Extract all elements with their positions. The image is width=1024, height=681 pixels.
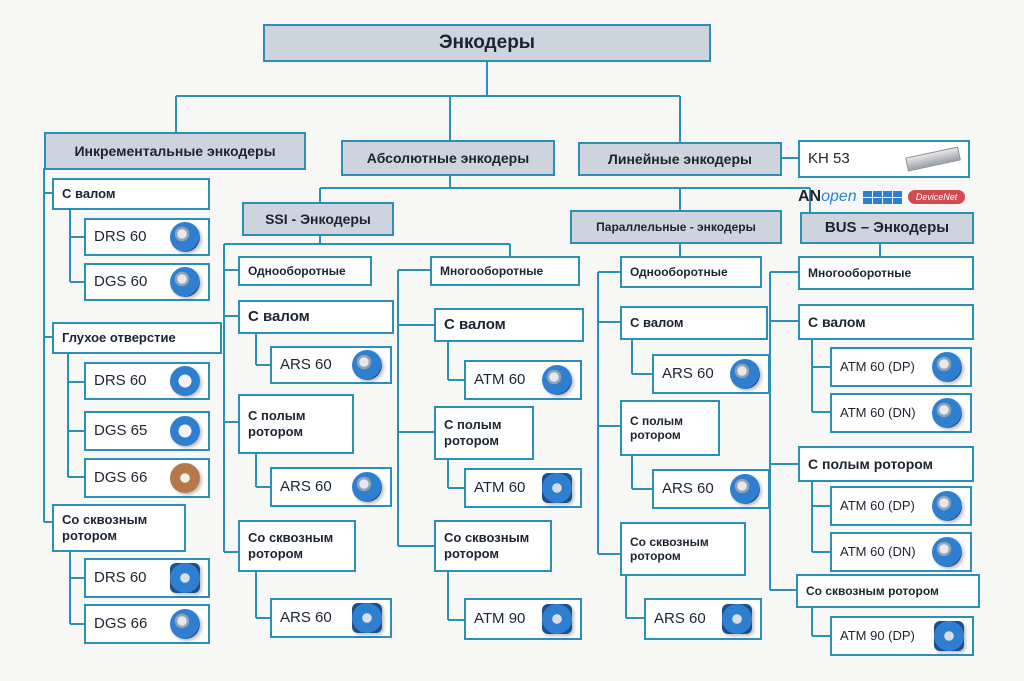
parallel-item: ARS 60 bbox=[652, 469, 770, 509]
incremental-blind-hole-node: Глухое отверстие bbox=[52, 322, 222, 354]
product-label: KH 53 bbox=[808, 150, 850, 167]
encoder-icon bbox=[932, 491, 962, 521]
ssi-single-item: ARS 60 bbox=[270, 346, 392, 384]
encoder-icon bbox=[542, 604, 572, 634]
bus-item: ATM 90 (DP) bbox=[830, 616, 974, 656]
ssi-single-through-node: Со сквозным ротором bbox=[238, 520, 356, 572]
encoder-icon bbox=[934, 621, 964, 651]
incremental-through-rotor-node: Со сквозным ротором bbox=[52, 504, 186, 552]
encoder-icon bbox=[170, 222, 200, 252]
ssi-multi-hollow-node: С полым ротором bbox=[434, 406, 534, 460]
encoder-icon bbox=[352, 350, 382, 380]
encoder-icon bbox=[730, 474, 760, 504]
encoder-icon bbox=[170, 463, 200, 493]
incremental-item: DRS 60 bbox=[84, 362, 210, 400]
bus-item: ATM 60 (DP) bbox=[830, 486, 972, 526]
ssi-encoders-node: SSI - Энкодеры bbox=[242, 202, 394, 236]
bus-encoders-node: BUS – Энкодеры bbox=[800, 212, 974, 244]
absolute-encoders-node: Абсолютные энкодеры bbox=[341, 140, 555, 176]
bus-hollow-node: С полым ротором bbox=[798, 446, 974, 482]
devicenet-logo: DeviceNet bbox=[907, 190, 966, 204]
incremental-encoders-node: Инкрементальные энкодеры bbox=[44, 132, 306, 170]
parallel-shaft-node: С валом bbox=[620, 306, 768, 340]
ssi-multi-shaft-node: С валом bbox=[434, 308, 584, 342]
parallel-hollow-node: С полым ротором bbox=[620, 400, 720, 456]
encoder-icon bbox=[170, 416, 200, 446]
encoder-icon bbox=[170, 267, 200, 297]
encoder-icon bbox=[352, 603, 382, 633]
parallel-item: ARS 60 bbox=[652, 354, 770, 394]
bus-item: ATM 60 (DN) bbox=[830, 532, 972, 572]
linear-scale-icon bbox=[905, 146, 961, 172]
ssi-multi-through-node: Со сквозным ротором bbox=[434, 520, 552, 572]
ssi-multi-item: ATM 60 bbox=[464, 468, 582, 508]
ssi-single-item: ARS 60 bbox=[270, 467, 392, 507]
bus-shaft-node: С валом bbox=[798, 304, 974, 340]
ssi-single-item: ARS 60 bbox=[270, 598, 392, 638]
bus-item: ATM 60 (DP) bbox=[830, 347, 972, 387]
ssi-single-turn-node: Однооборотные bbox=[238, 256, 372, 286]
root-node: Энкодеры bbox=[263, 24, 711, 62]
ssi-multi-turn-node: Многооборотные bbox=[430, 256, 580, 286]
ssi-multi-item: ATM 60 bbox=[464, 360, 582, 400]
encoder-icon bbox=[542, 473, 572, 503]
parallel-single-turn-node: Однооборотные bbox=[620, 256, 762, 288]
parallel-item: ARS 60 bbox=[644, 598, 762, 640]
incremental-item: DGS 65 bbox=[84, 411, 210, 451]
encoder-icon bbox=[722, 604, 752, 634]
incremental-item: DRS 60 bbox=[84, 558, 210, 598]
parallel-through-node: Со сквозным ротором bbox=[620, 522, 746, 576]
bus-item: ATM 60 (DN) bbox=[830, 393, 972, 433]
encoder-icon bbox=[730, 359, 760, 389]
incremental-item: DGS 60 bbox=[84, 263, 210, 301]
incremental-item: DGS 66 bbox=[84, 458, 210, 498]
bus-multi-turn-node: Многооборотные bbox=[798, 256, 974, 290]
encoder-icon bbox=[932, 398, 962, 428]
parallel-encoders-node: Параллельные - энкодеры bbox=[570, 210, 782, 244]
encoder-icon bbox=[170, 609, 200, 639]
bus-protocol-logos: ANopen DeviceNet bbox=[798, 186, 984, 208]
encoder-icon bbox=[932, 537, 962, 567]
canopen-logo: ANopen bbox=[798, 188, 857, 205]
ssi-multi-item: ATM 90 bbox=[464, 598, 582, 640]
incremental-shaft-node: С валом bbox=[52, 178, 210, 210]
encoder-icon bbox=[352, 472, 382, 502]
ssi-single-hollow-node: С полым ротором bbox=[238, 394, 354, 454]
encoder-icon bbox=[542, 365, 572, 395]
encoder-icon bbox=[932, 352, 962, 382]
profibus-logo-icon bbox=[862, 190, 902, 204]
linear-product-kh53: KH 53 bbox=[798, 140, 970, 178]
encoder-icon bbox=[170, 366, 200, 396]
encoder-icon bbox=[170, 563, 200, 593]
ssi-single-shaft-node: С валом bbox=[238, 300, 394, 334]
linear-encoders-node: Линейные энкодеры bbox=[578, 142, 782, 176]
incremental-item: DRS 60 bbox=[84, 218, 210, 256]
incremental-item: DGS 66 bbox=[84, 604, 210, 644]
bus-through-node: Со сквозным ротором bbox=[796, 574, 980, 608]
